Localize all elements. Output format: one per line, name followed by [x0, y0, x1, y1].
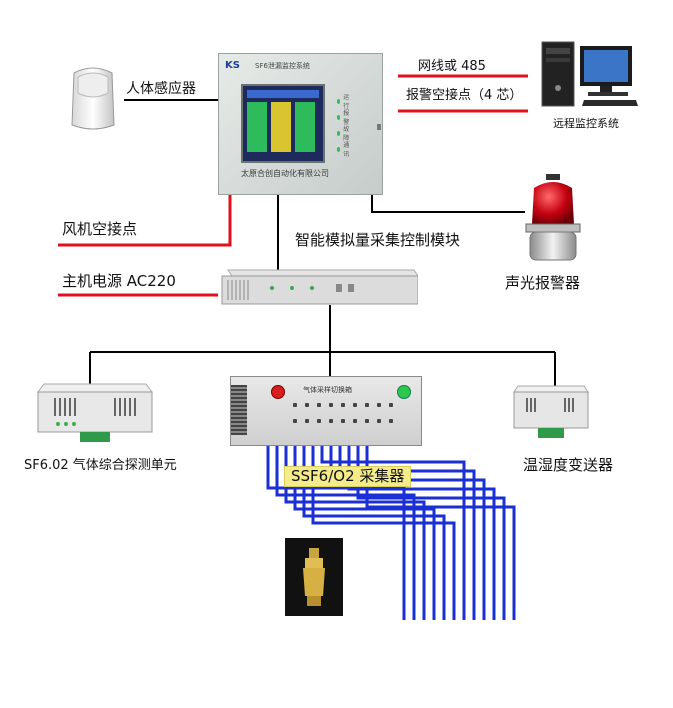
network-label: 网线或 485 [418, 59, 486, 74]
sf6-detector-unit [36, 382, 154, 444]
collector-label: SSF6/O2 采集器 [284, 466, 412, 487]
probe-icon [303, 548, 325, 606]
channel-indicator [317, 419, 321, 423]
computer-icon [541, 41, 638, 107]
remote-system-label: 远程监控系统 [553, 117, 619, 130]
alarm-light-device [522, 174, 584, 262]
channel-indicator [329, 419, 333, 423]
sampling-tubes [266, 444, 516, 620]
sampling-tube [275, 444, 416, 620]
main-control-panel: KS SF6泄漏监控系统 运行报警故障通讯 太原合创自动化有限公司 [218, 53, 383, 195]
box-alarm-lamp [271, 385, 285, 399]
channel-indicator [389, 403, 393, 407]
temp-humidity-transmitter [512, 384, 590, 440]
remote-computer [540, 38, 640, 108]
indicator-label: 故障 [343, 126, 350, 142]
human-sensor-device [68, 63, 118, 133]
module-label: 智能模拟量采集控制模块 [295, 231, 461, 249]
channel-indicator [365, 419, 369, 423]
alarm-light-icon [525, 174, 581, 261]
channel-indicator [377, 419, 381, 423]
panel-key [377, 124, 381, 130]
sampling-tube [266, 444, 406, 620]
sampling-tube [320, 444, 466, 620]
temp-humidity-label: 温湿度变送器 [523, 456, 614, 474]
alarm-light-label: 声光报警器 [505, 274, 581, 292]
acquisition-module [218, 268, 418, 305]
sf6-unit-label: SF6.02 气体综合探测单元 [24, 458, 177, 473]
pir-sensor-icon [71, 67, 115, 130]
fan-contact-wire [58, 193, 232, 247]
module-chassis [221, 269, 418, 305]
channel-indicator [329, 403, 333, 407]
panel-indicator: 故障 [337, 124, 351, 142]
indicator-label: 运行 [343, 94, 350, 110]
indicator-led [337, 114, 341, 120]
panel-screen [241, 84, 325, 163]
indicator-label: 报警 [343, 110, 350, 126]
panel-indicator: 运行 [337, 92, 351, 110]
sampling-tube [338, 444, 486, 620]
indicator-led [337, 130, 341, 136]
gas-collector-box: 气体采样切换箱 [230, 376, 422, 446]
alarm-contact-label: 报警空接点（4 芯） [406, 88, 523, 103]
channel-indicator [389, 419, 393, 423]
panel-indicator: 通讯 [337, 140, 351, 158]
alarm-light-wire [371, 193, 525, 213]
panel-title: SF6泄漏监控系统 [255, 62, 310, 70]
channel-indicator [377, 403, 381, 407]
black-wires [89, 99, 556, 388]
sensor-probe-photo [285, 538, 343, 616]
channel-indicator [317, 403, 321, 407]
fan-contact-label: 风机空接点 [62, 220, 138, 238]
indicator-led [337, 98, 341, 104]
channel-indicator [305, 403, 309, 407]
red-wires [58, 74, 528, 297]
indicator-led [337, 146, 341, 152]
human-sensor-label: 人体感应器 [126, 81, 196, 97]
panel-company: 太原合创自动化有限公司 [241, 169, 329, 178]
channel-indicator [341, 403, 345, 407]
channel-indicator [293, 419, 297, 423]
box-vent [231, 385, 247, 435]
channel-indicator [353, 419, 357, 423]
box-switch-row [293, 399, 403, 433]
box-run-lamp [397, 385, 411, 399]
channel-indicator [341, 419, 345, 423]
host-power-label: 主机电源 AC220 [62, 272, 176, 290]
channel-indicator [305, 419, 309, 423]
collector-box-title: 气体采样切换箱 [303, 386, 352, 394]
channel-indicator [365, 403, 369, 407]
panel-logo: KS [225, 60, 240, 71]
transmitter-body [513, 385, 589, 438]
channel-indicator [293, 403, 297, 407]
detector-body [37, 383, 153, 442]
indicator-label: 通讯 [343, 142, 350, 158]
panel-indicator: 报警 [337, 108, 351, 126]
channel-indicator [353, 403, 357, 407]
